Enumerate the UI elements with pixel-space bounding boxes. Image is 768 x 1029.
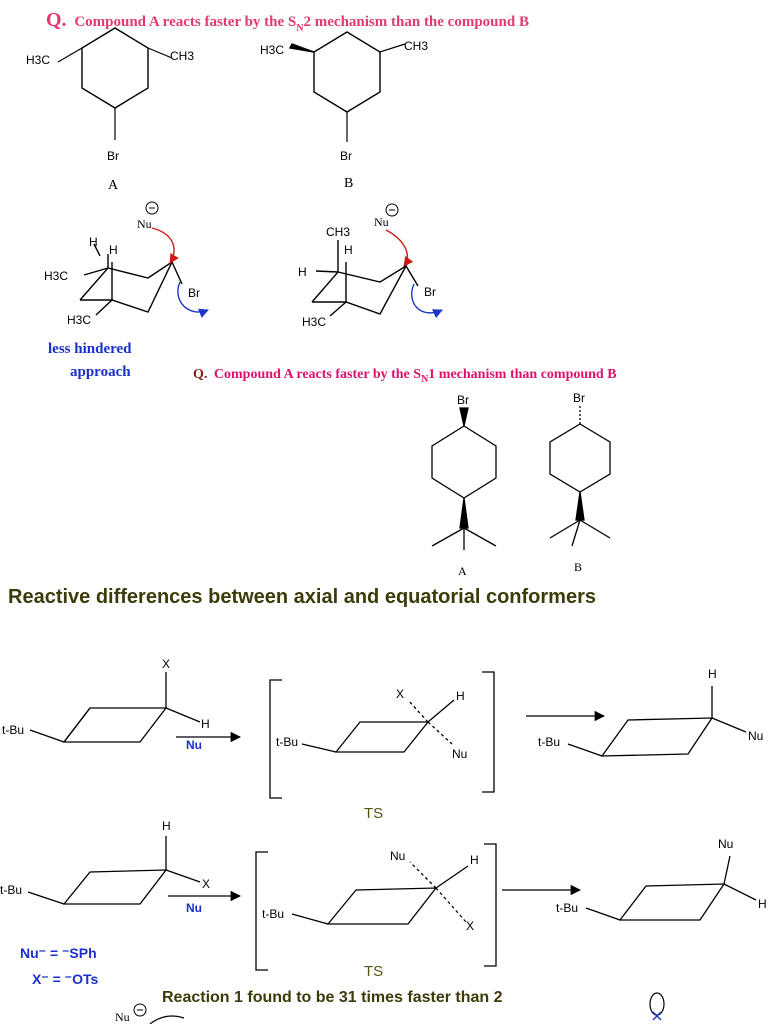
r1-x: X bbox=[162, 657, 170, 671]
structure-a-br: Br bbox=[107, 149, 119, 163]
structure-a-label: A bbox=[108, 178, 119, 193]
chair-a-caption-line2: approach bbox=[70, 364, 131, 380]
r2-ts-bracket-right bbox=[484, 843, 497, 967]
tbu-structure-a bbox=[431, 407, 497, 550]
r1-ts-bracket-left bbox=[269, 679, 282, 799]
footer-nu: Nu bbox=[115, 1010, 130, 1024]
r2-nu: Nu bbox=[186, 901, 202, 915]
chair-a-nu-circle bbox=[145, 201, 159, 215]
section-title: Reactive differences between axial and e… bbox=[8, 586, 596, 608]
structure-b-ch3: CH3 bbox=[404, 39, 428, 53]
chair-a-br: Br bbox=[188, 286, 200, 300]
conditions-x: X⁻ = ⁻OTs bbox=[32, 971, 98, 987]
chair-b-br: Br bbox=[424, 285, 436, 299]
chair-a bbox=[79, 243, 183, 316]
r1-ts-h: H bbox=[456, 689, 465, 703]
q1-heading: Q. Compound A reacts faster by the SN2 m… bbox=[46, 9, 529, 34]
chair-a-blue-arrow bbox=[177, 281, 209, 318]
chair-a-h1: H bbox=[89, 235, 98, 249]
footer-nu-circle bbox=[133, 1003, 147, 1017]
chair-b-h2: H bbox=[298, 265, 307, 279]
r2-reactant bbox=[27, 836, 201, 905]
r1-product-tbu: t-Bu bbox=[538, 735, 560, 749]
q2-heading: Q. Compound A reacts faster by the SN1 m… bbox=[193, 367, 617, 385]
tbu-structure-b bbox=[549, 406, 611, 547]
structure-b-h3c: H3C bbox=[260, 43, 284, 57]
r1-product-h: H bbox=[708, 667, 717, 681]
chair-b-red-arrow bbox=[385, 229, 414, 267]
structure-b bbox=[288, 31, 406, 142]
r2-product-tbu: t-Bu bbox=[556, 901, 578, 915]
r2-ts-structure bbox=[291, 861, 469, 925]
chair-b-h3c-bottom: H3C bbox=[302, 315, 326, 329]
r2-ts-h: H bbox=[470, 853, 479, 867]
r2-ts-nu: Nu bbox=[390, 849, 405, 863]
q1-subscript: N bbox=[296, 23, 304, 34]
tbu-structure-b-br: Br bbox=[573, 391, 585, 405]
chair-a-h3c-bottom: H3C bbox=[67, 313, 91, 327]
q1-text-pre: Compound A reacts faster by the S bbox=[74, 14, 296, 30]
structure-a-ch3: CH3 bbox=[170, 49, 194, 63]
structure-a-h3c: H3C bbox=[26, 53, 50, 67]
q2-mark: Q. bbox=[193, 367, 207, 382]
q1-mark: Q. bbox=[46, 9, 67, 31]
conditions-nu: Nu⁻ = ⁻SPh bbox=[20, 945, 97, 961]
r2-ts-tbu: t-Bu bbox=[262, 907, 284, 921]
r1-ts-x: X bbox=[396, 687, 404, 701]
r1-reactant bbox=[29, 672, 201, 743]
r1-nu: Nu bbox=[186, 738, 202, 752]
chair-b-ch3: CH3 bbox=[326, 225, 350, 239]
r2-ts-bracket-left bbox=[255, 851, 268, 971]
r2-ts-x: X bbox=[466, 919, 474, 933]
r2-tbu: t-Bu bbox=[0, 883, 22, 897]
r1-h: H bbox=[201, 717, 210, 731]
footer-curve bbox=[149, 1015, 185, 1025]
r2-h: H bbox=[162, 819, 171, 833]
structure-a bbox=[57, 27, 173, 140]
chair-b bbox=[311, 240, 419, 317]
tbu-structure-b-label: B bbox=[574, 560, 582, 574]
structure-b-label: B bbox=[344, 176, 353, 191]
q2-text-post: 1 mechanism than compound B bbox=[428, 367, 616, 382]
r1-tbu: t-Bu bbox=[2, 723, 24, 737]
r1-ts-label: TS bbox=[364, 805, 383, 822]
chair-a-caption-line1: less hindered bbox=[48, 341, 132, 357]
chair-b-h1: H bbox=[344, 243, 353, 257]
chair-a-h3c-top: H3C bbox=[44, 269, 68, 283]
r1-ts-tbu: t-Bu bbox=[276, 735, 298, 749]
r1-ts-nu: Nu bbox=[452, 747, 467, 761]
r1-product-nu: Nu bbox=[748, 729, 763, 743]
chair-b-nu-circle bbox=[385, 203, 399, 217]
r2-product bbox=[585, 855, 757, 921]
q2-text-pre: Compound A reacts faster by the S bbox=[214, 367, 421, 382]
orbital-icon bbox=[649, 992, 665, 1021]
footer-text: Reaction 1 found to be 31 times faster t… bbox=[162, 989, 503, 1006]
chair-a-red-arrow bbox=[151, 227, 179, 264]
tbu-structure-a-br: Br bbox=[457, 393, 469, 407]
r2-x: X bbox=[202, 877, 210, 891]
tbu-structure-a-label: A bbox=[458, 564, 467, 578]
r2-ts-label: TS bbox=[364, 963, 383, 980]
r1-ts-bracket-right bbox=[482, 671, 495, 793]
q1-text-post: 2 mechanism than the compound B bbox=[304, 14, 529, 30]
r1-ts-structure bbox=[301, 699, 455, 753]
chair-a-h2: H bbox=[109, 243, 118, 257]
r2-product-nu: Nu bbox=[718, 837, 733, 851]
chair-b-blue-arrow bbox=[411, 283, 443, 319]
r1-product bbox=[567, 686, 747, 757]
structure-b-br: Br bbox=[340, 149, 352, 163]
chair-a-nu: Nu bbox=[137, 217, 152, 231]
r2-product-h: H bbox=[758, 897, 767, 911]
q2-subscript: N bbox=[421, 374, 429, 385]
chair-b-nu: Nu bbox=[374, 215, 389, 229]
